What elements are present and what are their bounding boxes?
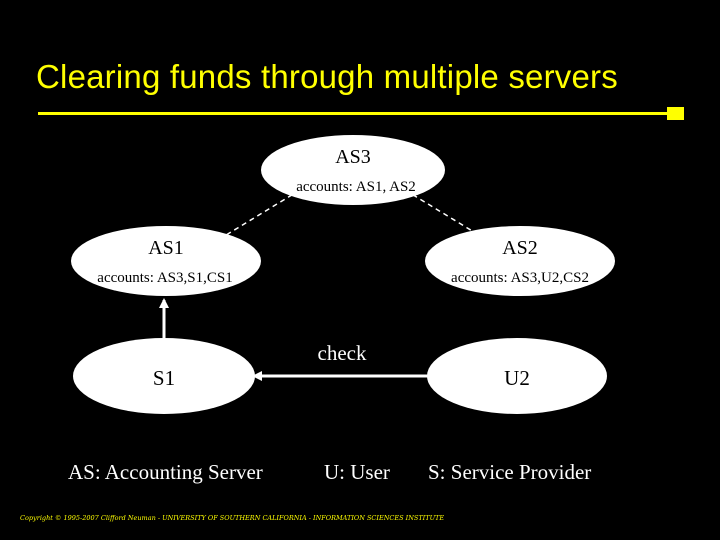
copyright-footer: Copyright © 1995-2007 Clifford Neuman - …	[20, 514, 445, 522]
node-as2-name: AS2	[502, 237, 538, 259]
title-underline	[38, 112, 668, 115]
node-as1-name: AS1	[148, 237, 184, 259]
node-as2-shape	[425, 226, 615, 296]
node-u2-shape	[427, 338, 607, 414]
node-as3: AS3 accounts: AS1, AS2	[261, 135, 445, 205]
legend-accounting-server: AS: Accounting Server	[68, 460, 263, 484]
node-as1-shape	[71, 226, 261, 296]
edge-label-check: check	[318, 341, 367, 365]
node-as2: AS2 accounts: AS3,U2,CS2	[425, 226, 615, 296]
node-as2-accounts: accounts: AS3,U2,CS2	[451, 270, 589, 286]
title-underline-endcap	[667, 107, 684, 120]
slide-title: Clearing funds through multiple servers	[36, 58, 618, 95]
node-s1-shape	[73, 338, 255, 414]
legend-user: U: User	[324, 460, 390, 484]
node-s1-name: S1	[153, 366, 175, 390]
node-as3-shape	[261, 135, 445, 205]
legend-service-provider: S: Service Provider	[428, 460, 592, 484]
node-as3-accounts: accounts: AS1, AS2	[296, 179, 416, 195]
node-u2-name: U2	[504, 366, 530, 390]
node-s1: S1	[73, 338, 255, 414]
node-as3-name: AS3	[335, 146, 371, 168]
node-u2: U2	[427, 338, 607, 414]
edge-as3-as1	[212, 189, 301, 244]
node-as1: AS1 accounts: AS3,S1,CS1	[71, 226, 261, 296]
node-as1-accounts: accounts: AS3,S1,CS1	[97, 270, 232, 286]
